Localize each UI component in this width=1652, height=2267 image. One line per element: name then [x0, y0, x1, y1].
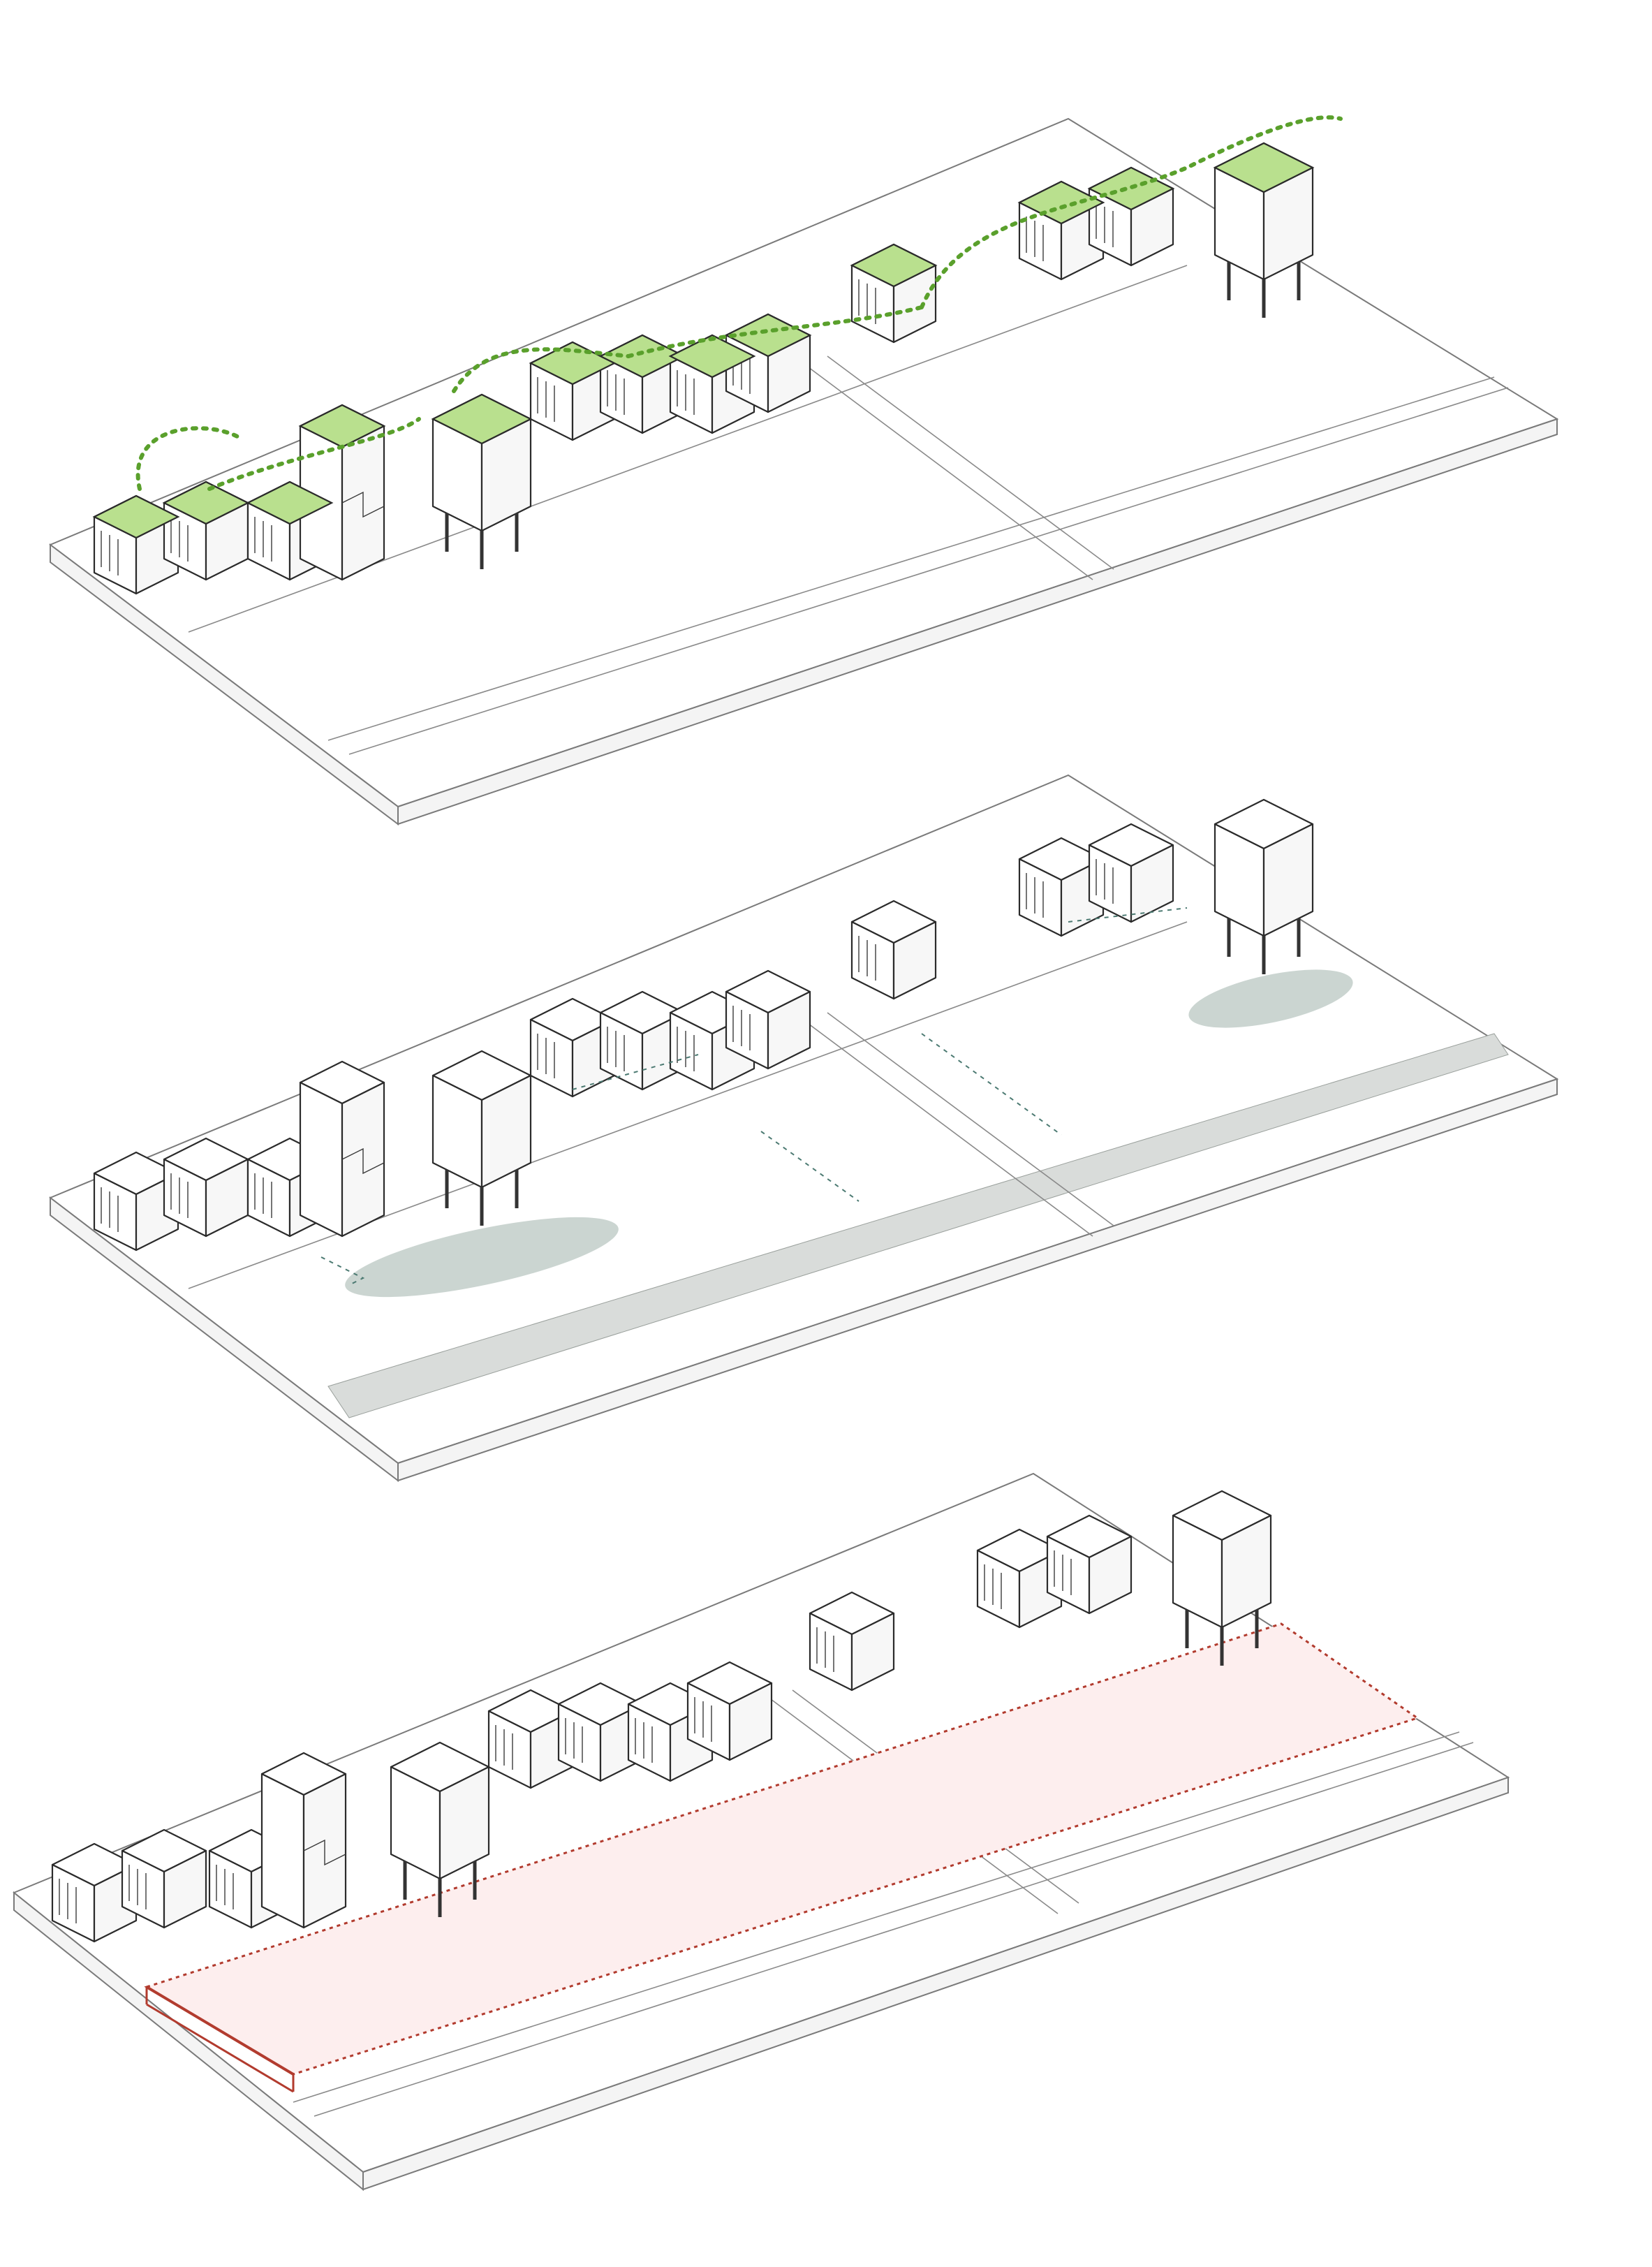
green-roof: [668, 334, 756, 379]
panel-ground-clearance: [13, 1472, 1510, 2192]
green-roof: [850, 243, 938, 288]
site-slab: [49, 117, 1559, 826]
green-roof: [246, 480, 334, 525]
green-roof: [1213, 142, 1315, 193]
clearance-zone: [144, 1622, 1420, 2093]
green-roof: [92, 494, 180, 539]
green-roof: [298, 404, 386, 448]
green-roof-overlay: [92, 142, 1315, 539]
green-roof: [431, 393, 533, 445]
green-roof: [724, 313, 812, 358]
panel-green-roofs: [49, 115, 1559, 826]
panel-shadows: [49, 774, 1559, 1483]
shadow-projection-lines: [320, 907, 1188, 1286]
connectivity-path: [135, 115, 1343, 491]
site-slab: [49, 774, 1559, 1483]
ground-shadows: [345, 969, 1353, 1298]
